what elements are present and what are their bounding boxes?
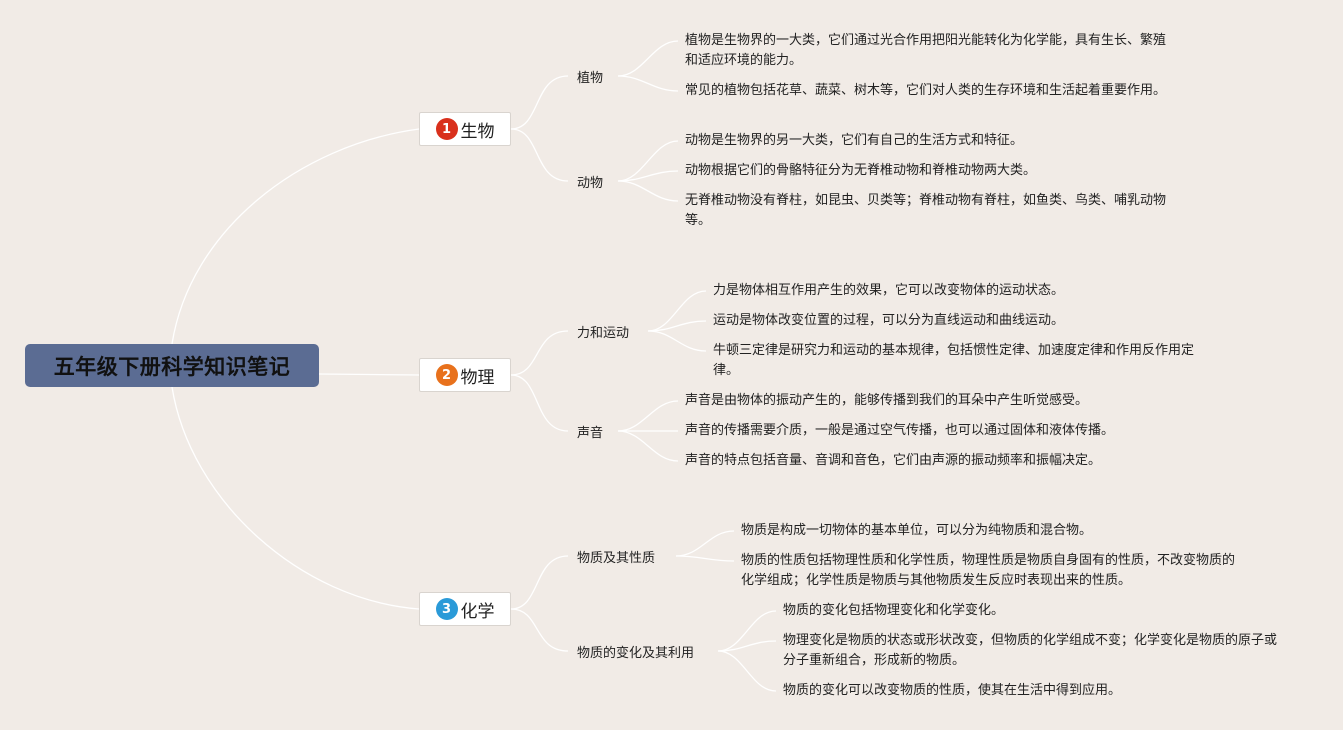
note-force-1[interactable]: 力是物体相互作用产生的效果，它可以改变物体的运动状态。: [713, 283, 1065, 298]
connector-change-0: [717, 610, 777, 652]
connector-chemistry-1: [510, 608, 569, 652]
note-plants-1[interactable]: 植物是生物界的一大类，它们通过光合作用把阳光能转化为化学能，具有生长、繁殖和适应…: [685, 33, 1167, 68]
subtopic-matter-properties[interactable]: 物质及其性质: [577, 551, 656, 566]
connector-matter-1: [675, 555, 735, 562]
connector-root-chemistry: [171, 386, 420, 610]
note-sound-3[interactable]: 声音的特点包括音量、音调和音色，它们由声源的振动频率和振幅决定。: [685, 453, 1102, 468]
note-sound-2[interactable]: 声音的传播需要介质，一般是通过空气传播，也可以通过固体和液体传播。: [685, 423, 1115, 438]
note-change-2[interactable]: 物理变化是物质的状态或形状改变，但物质的化学组成不变；化学变化是物质的原子或分子…: [783, 633, 1278, 668]
connector-sound-2: [617, 430, 679, 462]
subtopic-plants[interactable]: 植物: [577, 71, 604, 86]
note-sound-1[interactable]: 声音是由物体的振动产生的，能够传播到我们的耳朵中产生听觉感受。: [685, 393, 1089, 408]
connector-plants-0: [617, 40, 679, 77]
note-animals-3[interactable]: 无脊椎动物没有脊柱，如昆虫、贝类等；脊椎动物有脊柱，如鱼类、鸟类、哺乳动物等。: [685, 193, 1167, 228]
connector-force-0: [647, 290, 707, 332]
connector-force-2: [647, 330, 707, 352]
subtopic-force-motion[interactable]: 力和运动: [577, 326, 630, 341]
connector-force-1: [647, 320, 707, 332]
connector-change-1: [717, 640, 777, 652]
connector-animals-0: [617, 140, 679, 182]
note-change-3[interactable]: 物质的变化可以改变物质的性质，使其在生活中得到应用。: [783, 683, 1122, 698]
subtopic-animals[interactable]: 动物: [577, 176, 604, 191]
note-change-1[interactable]: 物质的变化包括物理变化和化学变化。: [783, 603, 1005, 618]
note-force-3[interactable]: 牛顿三定律是研究力和运动的基本规律，包括惯性定律、加速度定律和作用反作用定律。: [713, 343, 1195, 378]
branch-physics[interactable]: 2 物理: [419, 358, 511, 392]
branch-chemistry[interactable]: 3 化学: [419, 592, 511, 626]
note-animals-2[interactable]: 动物根据它们的骨骼特征分为无脊椎动物和脊椎动物两大类。: [685, 163, 1037, 178]
note-force-2[interactable]: 运动是物体改变位置的过程，可以分为直线运动和曲线运动。: [713, 313, 1065, 328]
branch-label: 物理: [460, 367, 495, 388]
note-animals-1[interactable]: 动物是生物界的另一大类，它们有自己的生活方式和特征。: [685, 133, 1024, 148]
number-badge-icon: 3: [435, 598, 458, 620]
branch-label: 生物: [460, 121, 495, 142]
note-matter-1[interactable]: 物质是构成一切物体的基本单位，可以分为纯物质和混合物。: [741, 523, 1093, 538]
branch-label: 化学: [460, 601, 495, 622]
root-topic[interactable]: 五年级下册科学知识笔记: [25, 344, 319, 387]
connector-physics-0: [510, 330, 569, 376]
note-plants-2[interactable]: 常见的植物包括花草、蔬菜、树木等，它们对人类的生存环境和生活起着重要作用。: [685, 83, 1167, 98]
number-badge-icon: 1: [435, 118, 458, 140]
connector-physics-1: [510, 374, 569, 432]
connector-sound-0: [617, 400, 679, 432]
connector-biology-1: [510, 128, 569, 182]
note-matter-2[interactable]: 物质的性质包括物理性质和化学性质，物理性质是物质自身固有的性质，不改变物质的化学…: [741, 553, 1236, 588]
subtopic-sound[interactable]: 声音: [577, 426, 604, 441]
connector-change-2: [717, 650, 777, 692]
number-badge-icon: 2: [435, 364, 458, 386]
subtopic-matter-changes[interactable]: 物质的变化及其利用: [577, 646, 695, 661]
branch-biology[interactable]: 1 生物: [419, 112, 511, 146]
connector-matter-0: [675, 530, 735, 557]
connector-animals-1: [617, 170, 679, 182]
connector-biology-0: [510, 75, 569, 130]
connector-root-biology: [171, 128, 420, 345]
connector-animals-2: [617, 180, 679, 202]
connector-plants-1: [617, 75, 679, 92]
connector-root-physics: [318, 373, 420, 376]
root-topic-label: 五年级下册科学知识笔记: [53, 354, 291, 379]
connector-chemistry-0: [510, 555, 569, 610]
